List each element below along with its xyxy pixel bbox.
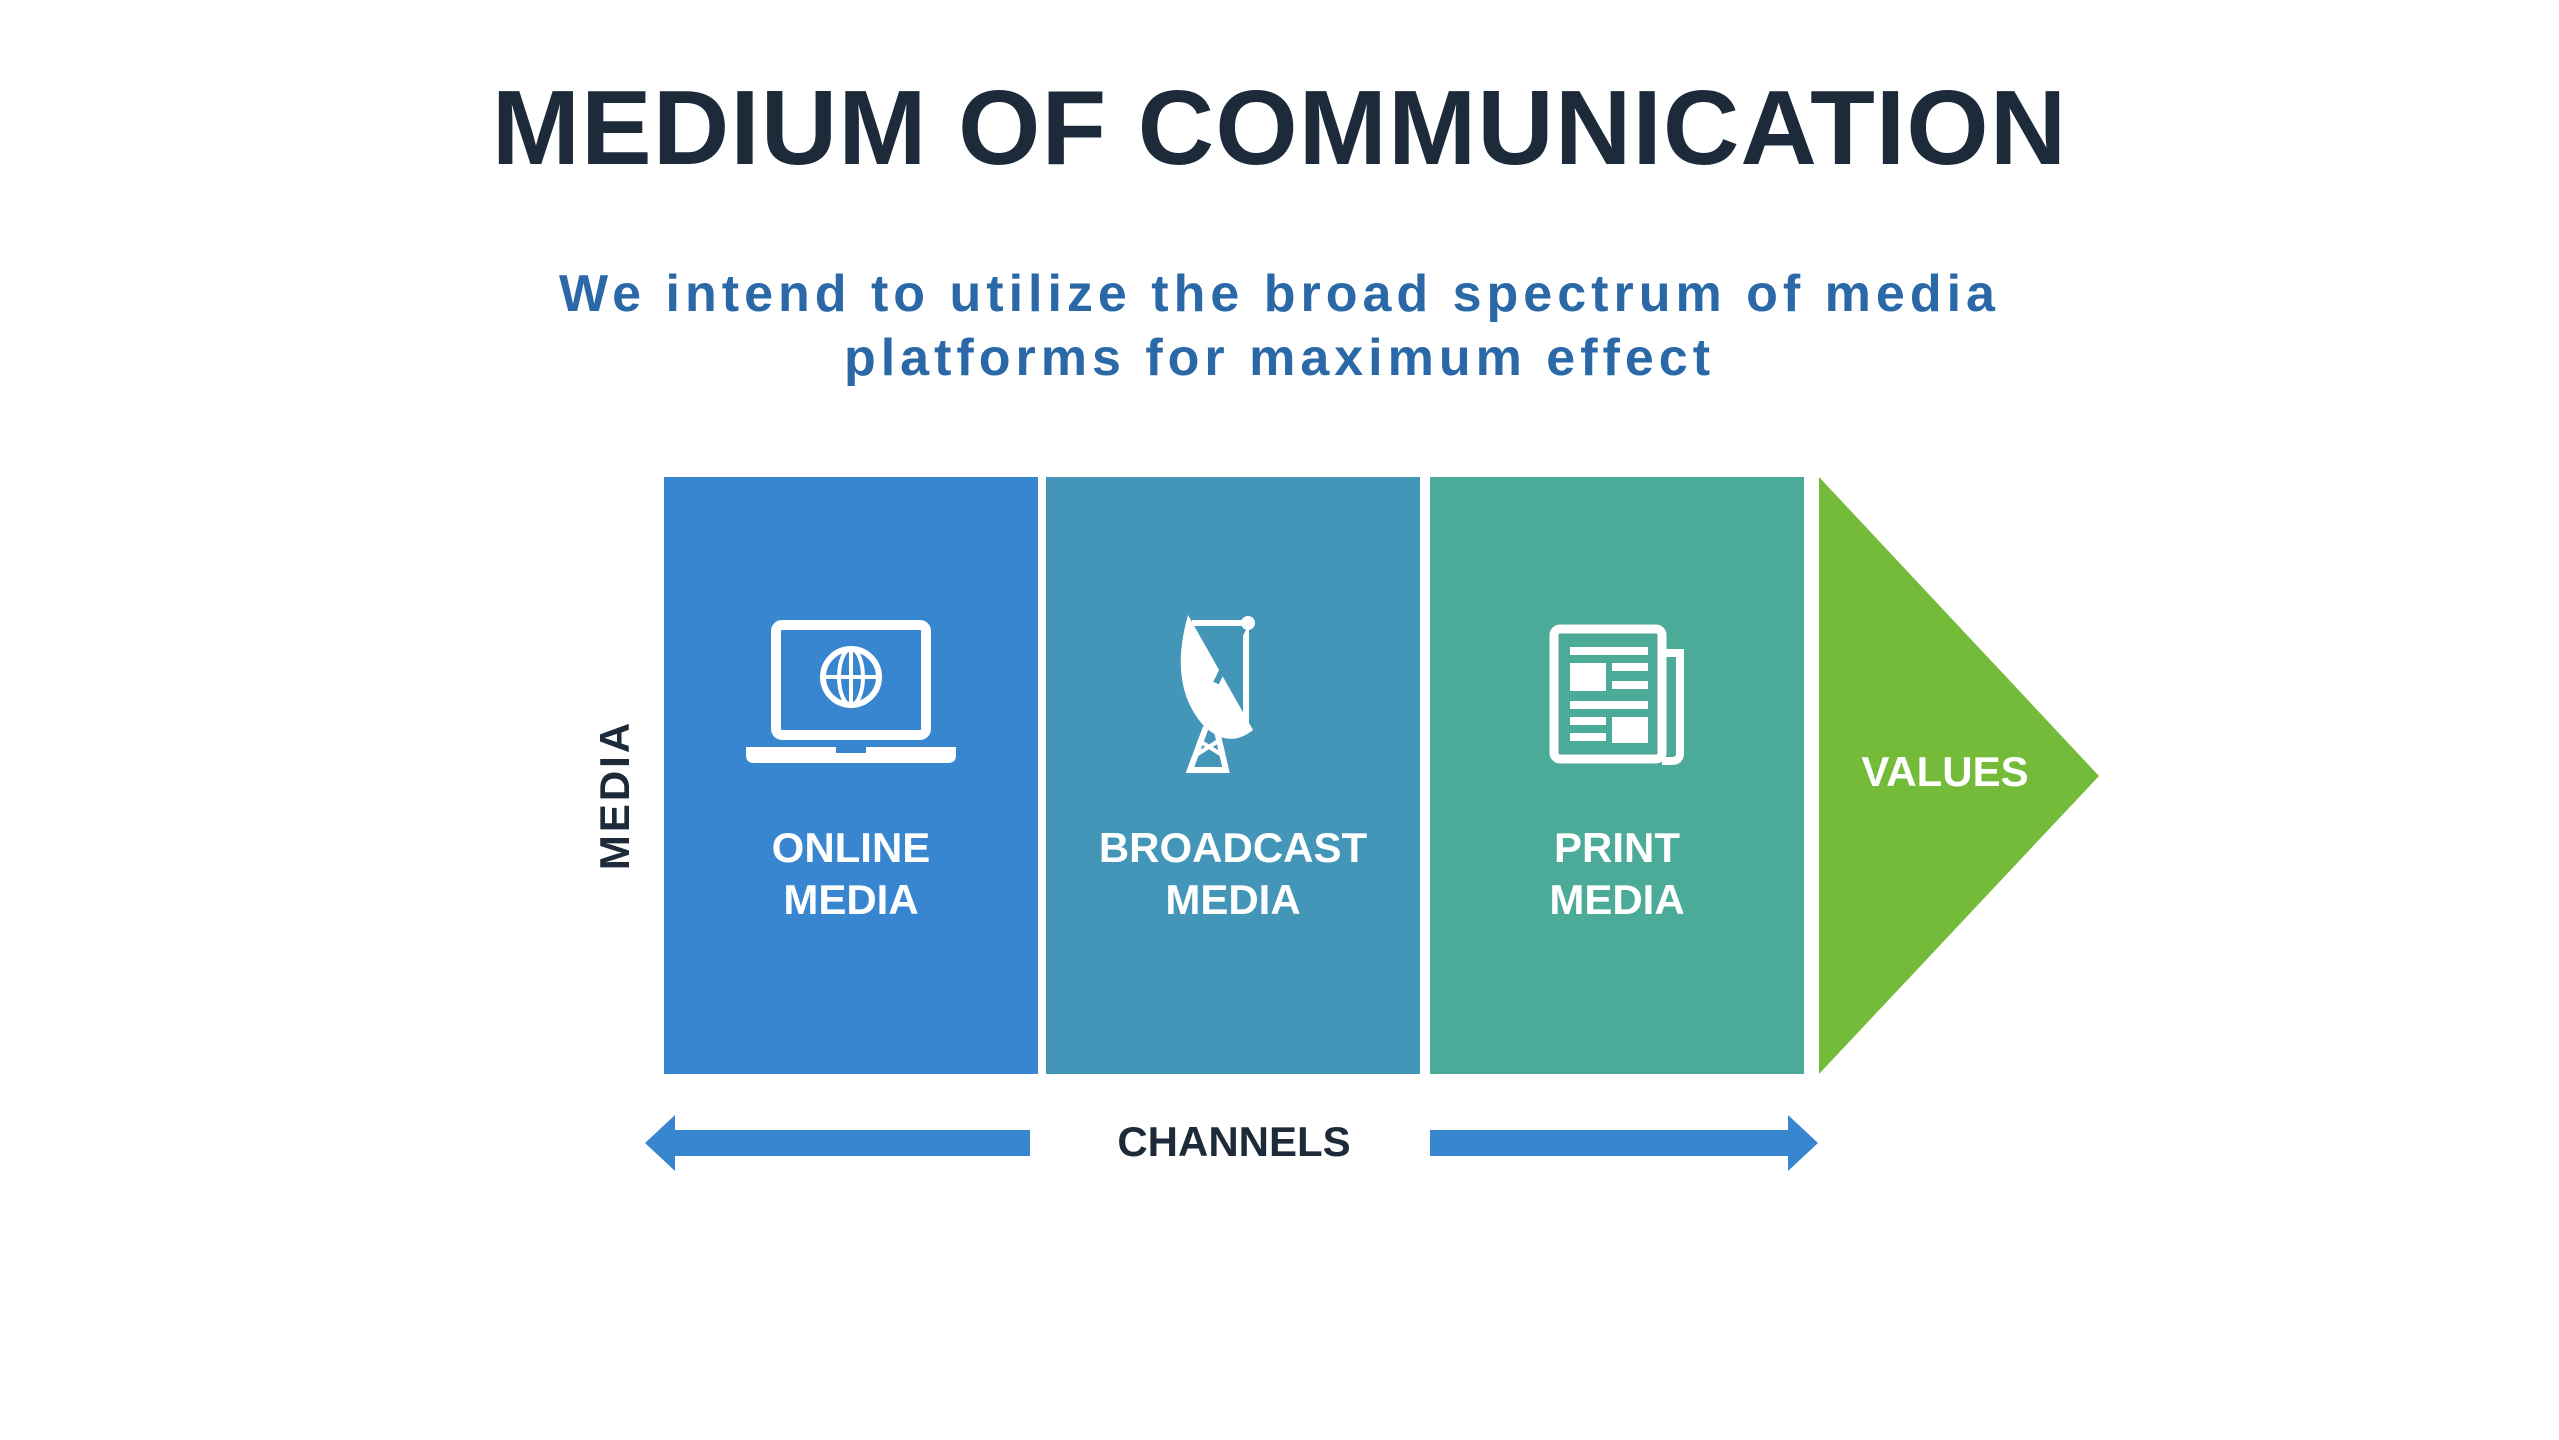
panel-broadcast-media: BROADCAST MEDIA [1046,477,1420,1074]
panel-label-line1: PRINT [1554,824,1680,871]
panel-label-line1: BROADCAST [1098,824,1368,871]
media-axis-label: MEDIA [591,719,638,871]
panel-print-media: PRINT MEDIA [1430,477,1804,1074]
panel-label-line1: ONLINE [771,824,931,871]
left-arrow [645,1115,1030,1171]
panel-label-line2: MEDIA [1549,876,1685,923]
subtitle: We intend to utilize the broad spectrum … [0,262,2559,390]
subtitle-line-1: We intend to utilize the broad spectrum … [559,265,2000,323]
newspaper-icon [1549,624,1684,765]
panel-online-media: ONLINE MEDIA [664,477,1038,1074]
values-chevron [1819,477,2099,1074]
page-title: MEDIUM OF COMMUNICATION [491,69,2068,187]
subtitle-line-2: platforms for maximum effect [843,329,1716,387]
values-label: VALUES [1861,748,2029,795]
right-arrow [1430,1115,1818,1171]
satellite-dish-icon [1180,615,1255,773]
channels-axis-label: CHANNELS [1117,1118,1351,1165]
panel-label-line2: MEDIA [1165,876,1301,923]
panel-label-line2: MEDIA [783,876,919,923]
laptop-globe-icon [746,620,956,763]
